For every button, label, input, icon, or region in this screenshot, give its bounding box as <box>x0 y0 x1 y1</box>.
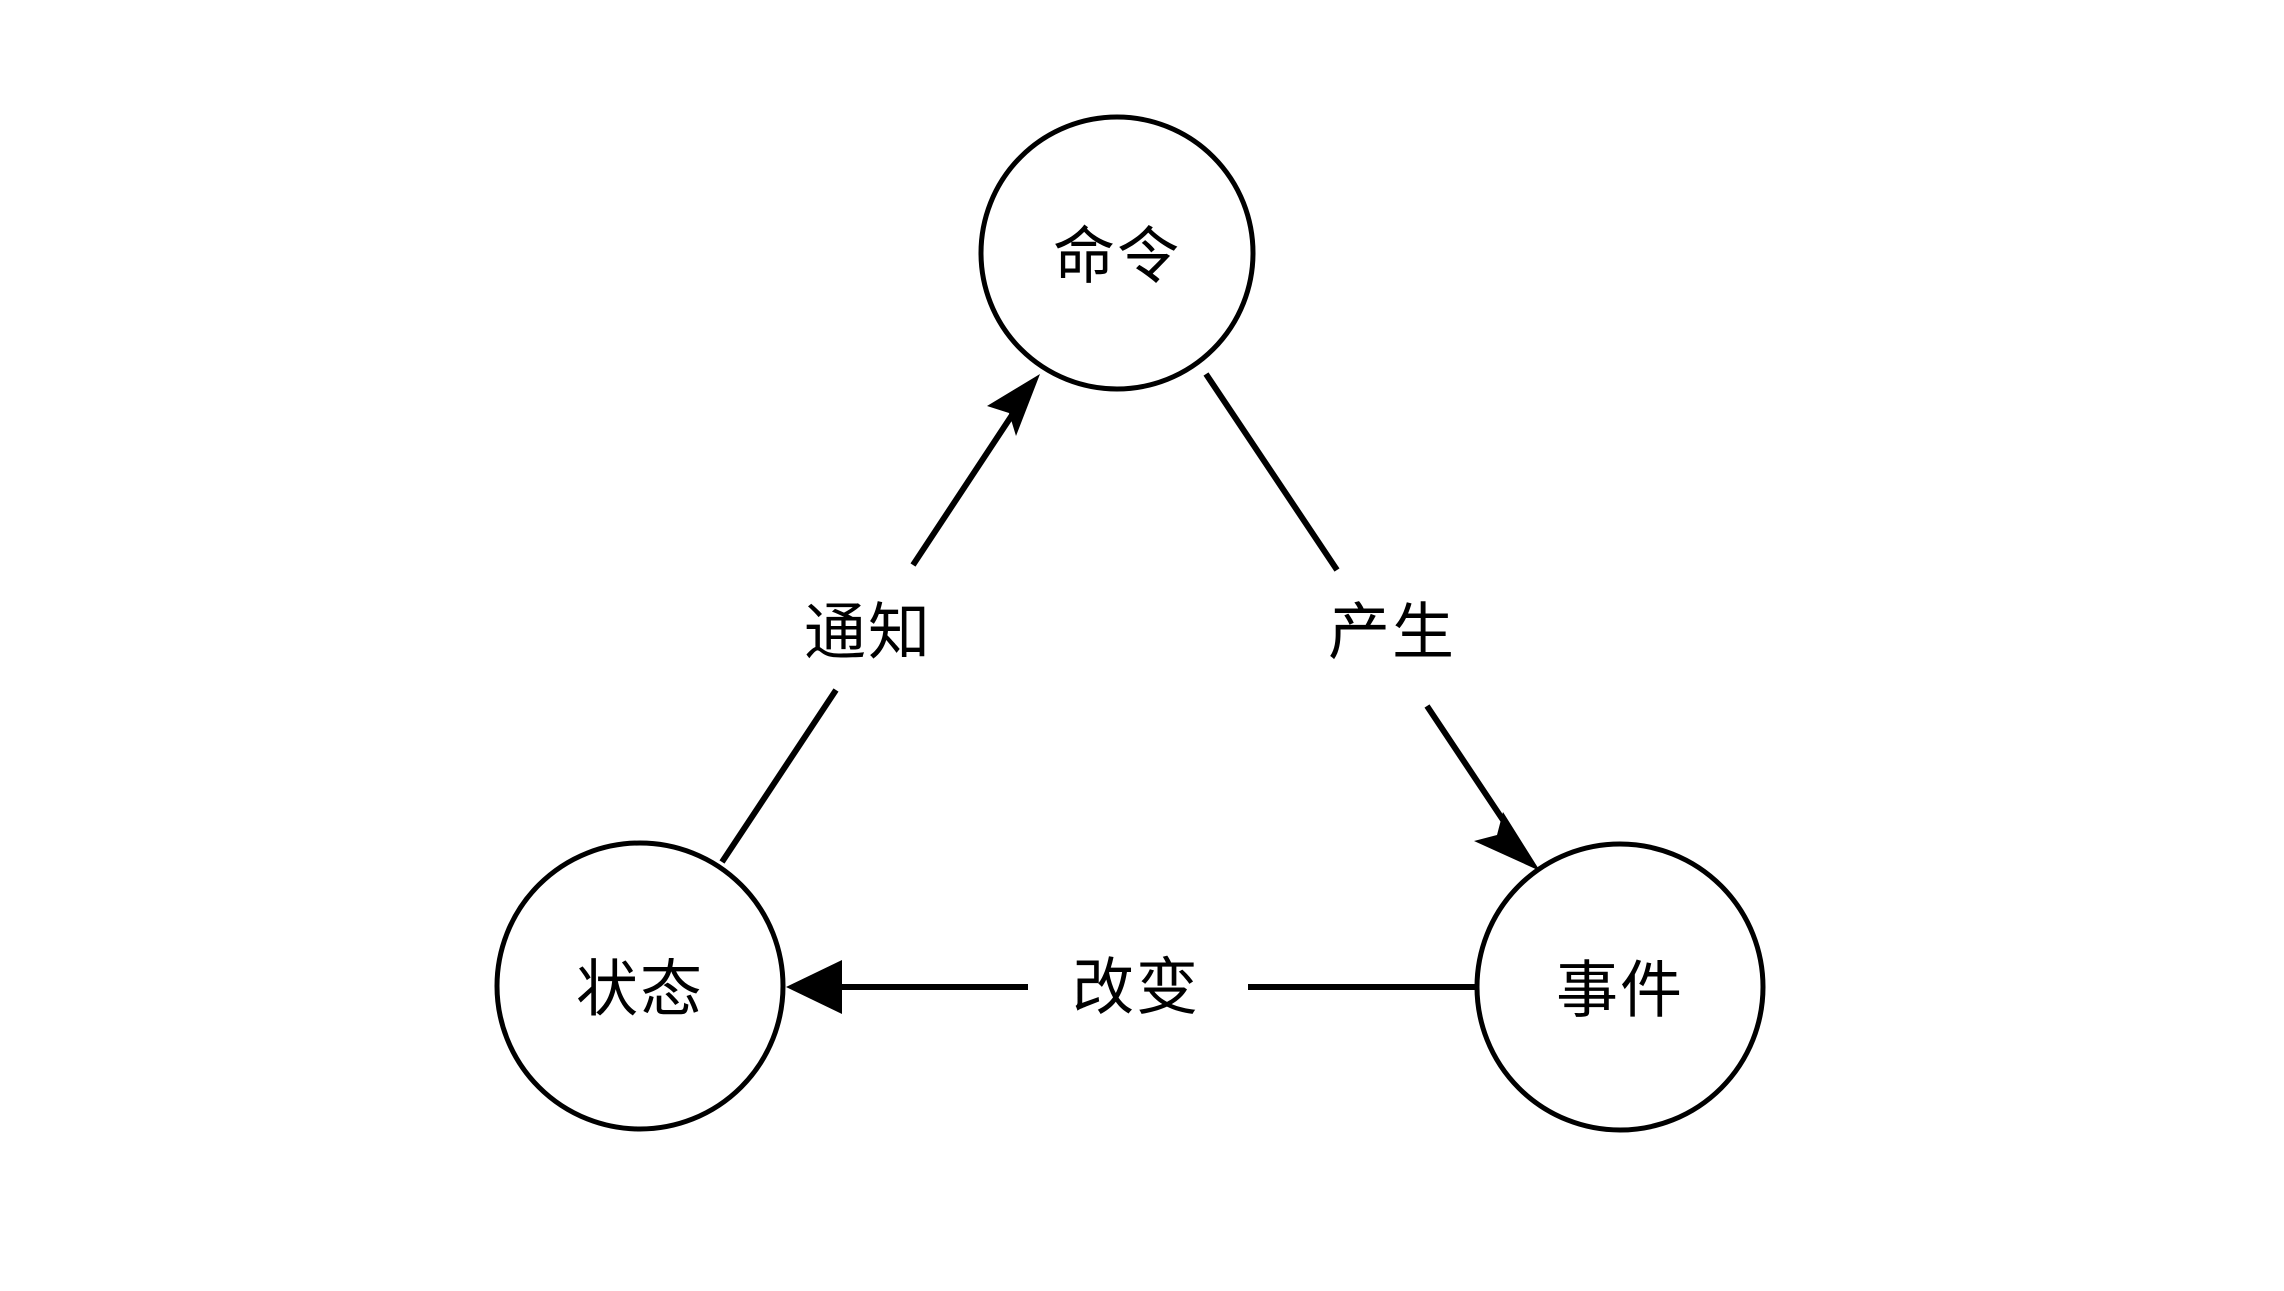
node-state-label: 状态 <box>576 953 704 1026</box>
node-event-label: 事件 <box>1556 954 1684 1027</box>
node-command-label: 命令 <box>1053 220 1181 293</box>
edge-state-to-command[interactable] <box>719 374 1040 864</box>
edge-line-state-to-command-upper <box>910 395 1027 567</box>
edge-line-state-to-command-lower <box>719 688 839 864</box>
edge-label-change: 改变 <box>1072 951 1200 1024</box>
node-state[interactable]: 状态 <box>494 840 786 1132</box>
edge-event-to-state[interactable] <box>786 960 1477 1014</box>
arrow-head-state-inbound <box>786 960 842 1014</box>
arrow-head-command-inbound <box>987 374 1040 436</box>
node-command-circle <box>978 114 1256 392</box>
node-event[interactable]: 事件 <box>1474 841 1766 1133</box>
node-event-circle <box>1474 841 1766 1133</box>
edge-label-produce: 产生 <box>1328 596 1456 669</box>
edge-line-command-to-event-upper <box>1203 372 1340 572</box>
arrow-head-event-inbound <box>1474 812 1540 871</box>
edge-command-to-event[interactable] <box>1203 372 1540 871</box>
edge-label-notify: 通知 <box>804 596 932 669</box>
node-command[interactable]: 命令 <box>978 114 1256 392</box>
node-state-circle <box>494 840 786 1132</box>
